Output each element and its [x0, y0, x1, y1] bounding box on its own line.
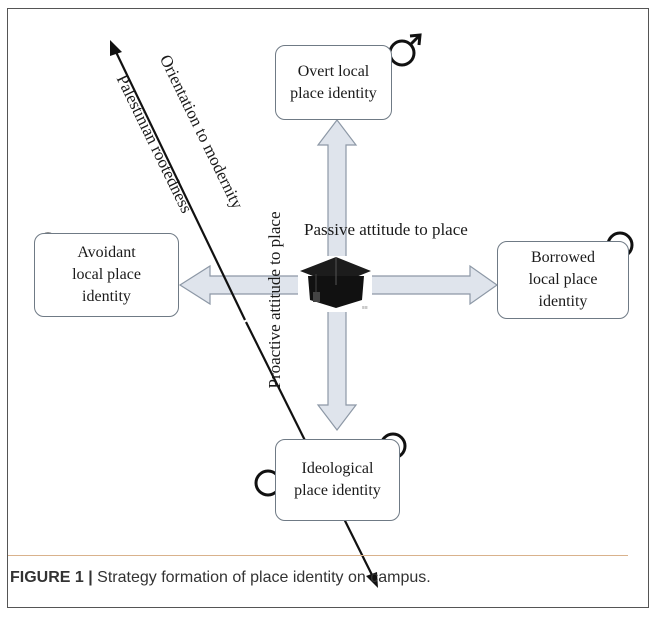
svg-text:≡≡: ≡≡ [362, 305, 368, 311]
figure-caption: FIGURE 1 | Strategy formation of place i… [8, 555, 648, 607]
ideological-place-identity-box: Ideological place identity [275, 439, 400, 521]
male-symbol-icon [388, 33, 422, 67]
borrowed-local-place-identity-box: Borrowed local place identity [497, 241, 629, 319]
arrow-left [178, 264, 313, 306]
avoidant-local-place-identity-box: Avoidant local place identity [34, 233, 179, 317]
arrow-down [316, 304, 358, 431]
overt-local-place-identity-box: Overt local place identity [275, 45, 392, 120]
block-arrows [178, 119, 499, 431]
proactive-attitude-label: Proactive attitude to place [265, 211, 284, 389]
caption-text-block: FIGURE 1 | Strategy formation of place i… [10, 569, 431, 587]
figure-frame [7, 8, 649, 608]
caption-body: Strategy formation of place identity on … [97, 569, 431, 586]
caption-divider [8, 555, 628, 556]
passive-attitude-label: Passive attitude to place [304, 220, 468, 239]
arrow-right [364, 264, 499, 306]
caption-label: FIGURE 1 | [10, 569, 93, 586]
arrow-up [316, 119, 358, 269]
graduation-cap-icon: ≡≡ [298, 256, 372, 312]
